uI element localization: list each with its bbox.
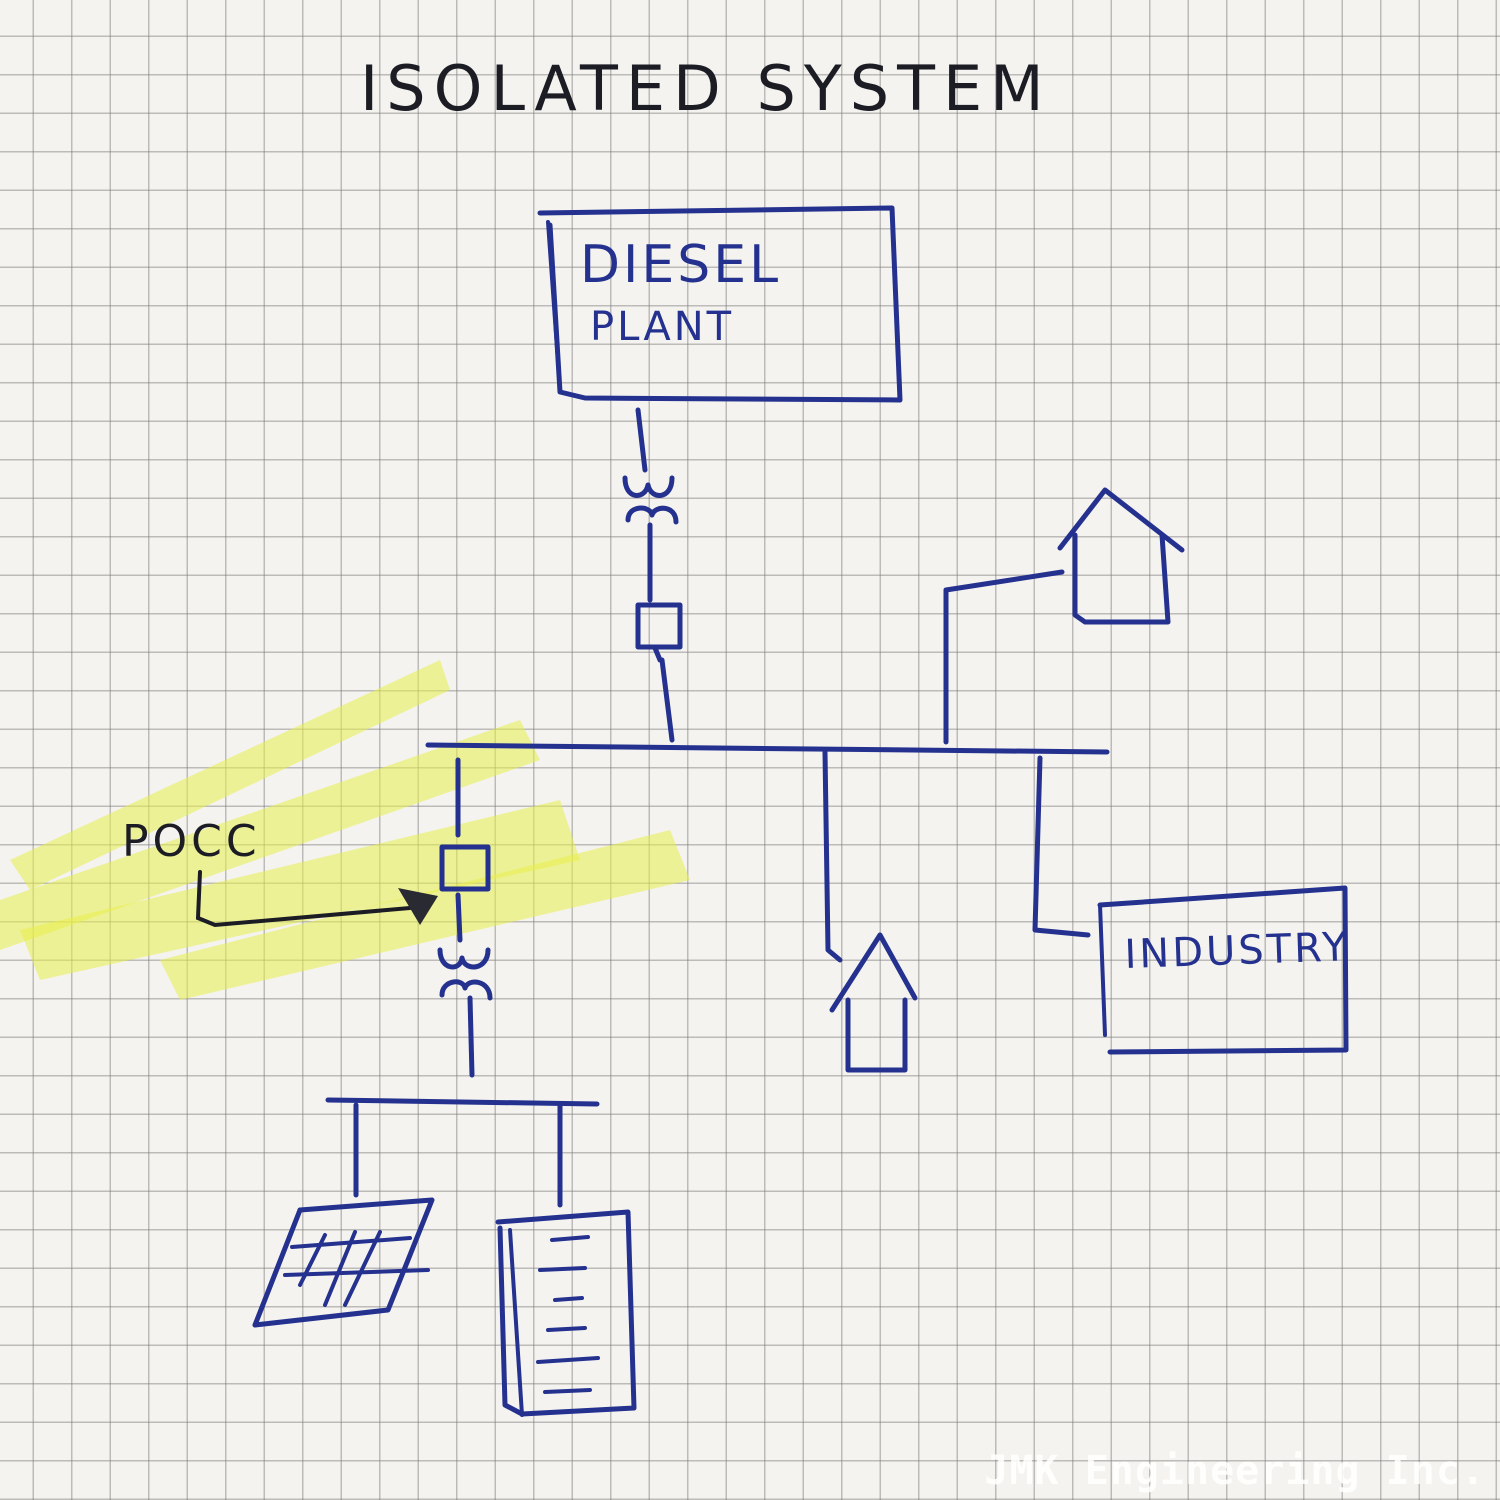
breaker-icon — [635, 602, 683, 650]
pocc-highlight — [0, 660, 690, 1000]
house-icon — [1057, 487, 1185, 625]
pocc-breaker-icon — [439, 844, 491, 892]
sub-bus — [325, 1097, 600, 1107]
pocc-callout: POCC — [122, 816, 438, 928]
diesel-plant-label-line1: DIESEL — [580, 235, 781, 295]
transformer-icon — [622, 475, 675, 498]
house-load-top — [943, 487, 1185, 745]
arrowhead-icon — [398, 888, 438, 925]
watermark-text: JMK Engineering Inc. — [984, 1448, 1486, 1494]
pocc-arrow — [195, 870, 412, 928]
battery-storage — [495, 1209, 637, 1417]
diesel-feeder — [622, 407, 683, 743]
industry-label: INDUSTRY — [1124, 924, 1351, 978]
house-load-middle — [822, 749, 918, 1073]
industry-load: INDUSTRY — [1032, 755, 1351, 1055]
pocc-feeder — [437, 757, 493, 1078]
diesel-plant-box: DIESEL PLANT — [537, 205, 903, 403]
pocc-label: POCC — [122, 816, 261, 867]
transformer-icon — [437, 947, 491, 970]
main-bus — [425, 742, 1110, 755]
diesel-plant-label-line2: PLANT — [590, 304, 734, 350]
diagram-title: ISOLATED SYSTEM — [360, 52, 1052, 125]
solar-panel — [252, 1197, 435, 1328]
house-icon — [829, 932, 918, 1073]
